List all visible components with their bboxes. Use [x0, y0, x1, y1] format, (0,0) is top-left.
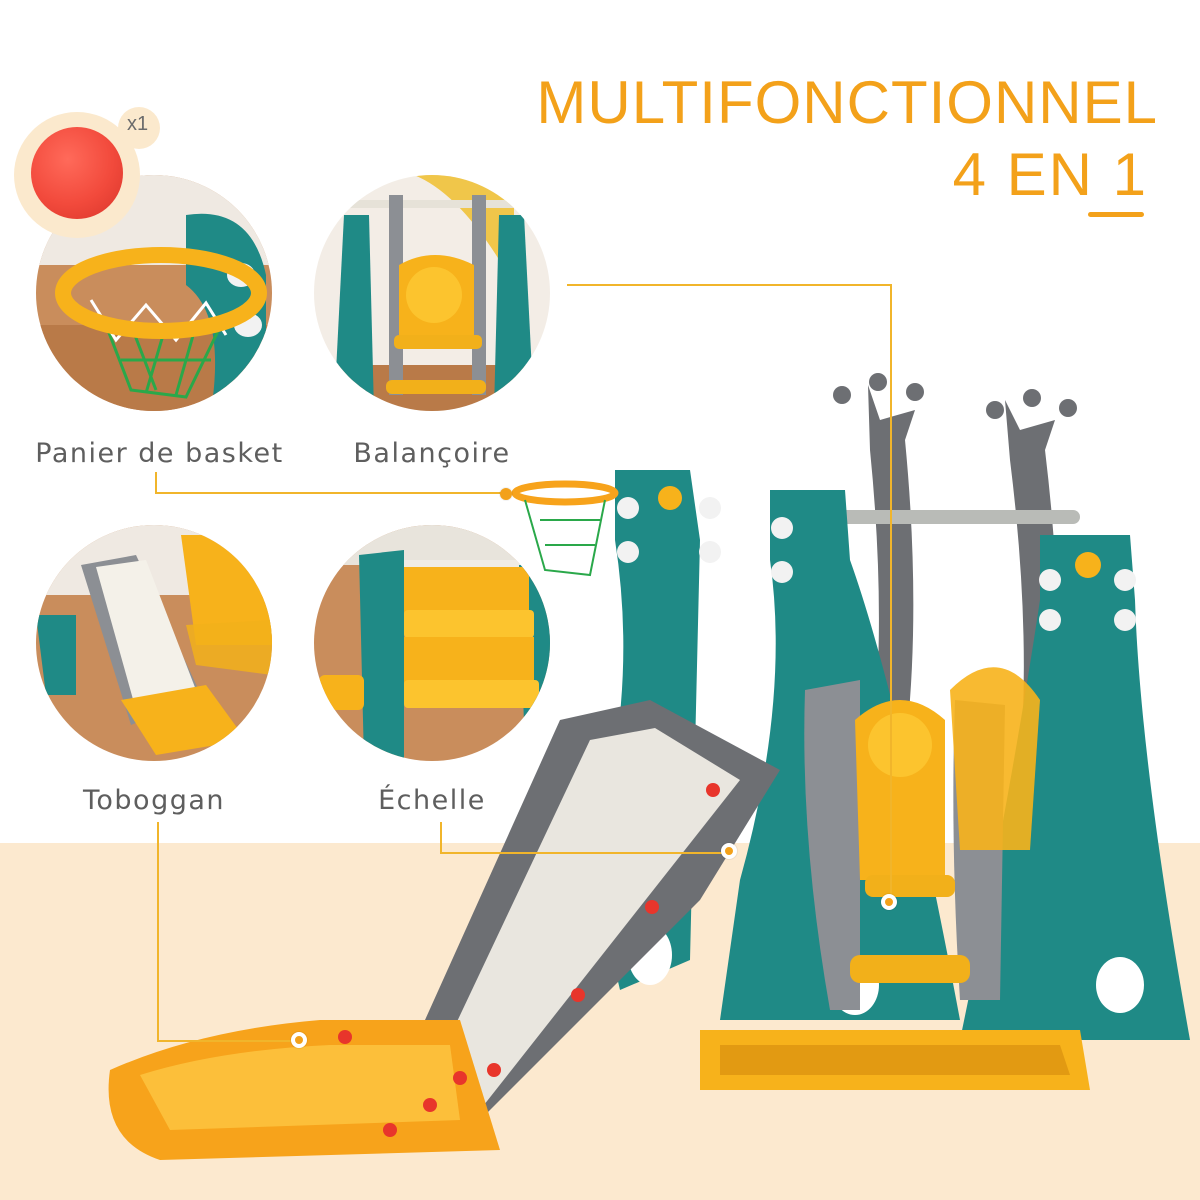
leader-line-slide-h [157, 1040, 297, 1042]
ball-count-label: x1 [127, 113, 149, 135]
page-subtitle: 4 EN 1 [952, 141, 1148, 208]
callout-dot-slide [291, 1032, 307, 1048]
leader-line-ladder-h [440, 852, 725, 854]
count-badge [118, 107, 160, 149]
leader-line-slide-v [157, 822, 159, 1042]
feature-label-basket: Panier de basket [35, 438, 284, 469]
floor-background [0, 843, 1200, 1200]
title-underline-accent [1088, 212, 1144, 217]
ladder-steps-icon [314, 525, 550, 761]
callout-dot-basket [500, 488, 512, 500]
leader-line-swing-v [890, 284, 892, 896]
callout-dot-swing [881, 894, 897, 910]
feature-label-ladder: Échelle [378, 785, 486, 816]
feature-label-swing: Balançoire [353, 438, 511, 469]
slide-icon [36, 525, 272, 761]
page-title: MULTIFONCTIONNEL [536, 69, 1158, 136]
callout-dot-ladder [721, 843, 737, 859]
thumbnail-slide [36, 525, 272, 761]
thumbnail-swing [314, 175, 550, 411]
leader-line-basket-h [155, 492, 505, 494]
leader-line-ladder-v [440, 822, 442, 854]
thumbnail-ladder [314, 525, 550, 761]
leader-line-swing-h [567, 284, 892, 286]
leader-line-basket-v [155, 472, 157, 494]
red-ball-icon [31, 127, 123, 219]
swing-seat-icon [314, 175, 550, 411]
feature-label-slide: Toboggan [82, 785, 226, 816]
